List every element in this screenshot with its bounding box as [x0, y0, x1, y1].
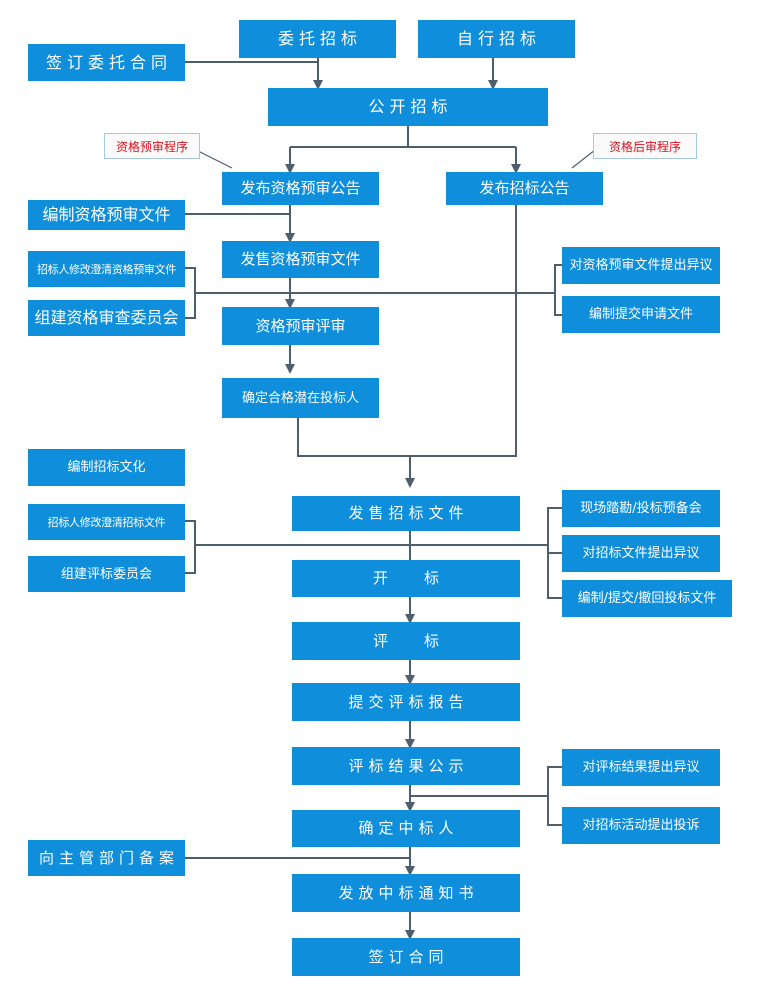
complaint-box: 对招标活动提出投诉 — [562, 807, 720, 844]
form-review-committee-box: 组建资格审查委员会 — [28, 300, 185, 336]
confirm-qualified-bidders-box: 确定合格潜在投标人 — [222, 378, 379, 418]
object-eval-result-box: 对评标结果提出异议 — [562, 749, 720, 786]
site-visit-box: 现场踏勘/投标预备会 — [562, 490, 720, 527]
bid-opening-box: 开标 — [292, 560, 520, 597]
prequal-review-box: 资格预审评审 — [222, 307, 379, 345]
bid-evaluation-box: 评标 — [292, 622, 520, 660]
compile-prequal-doc-box: 编制资格预审文件 — [28, 200, 185, 230]
public-tender-box: 公开招标 — [268, 88, 548, 126]
file-record-box: 向主管部门备案 — [28, 840, 185, 876]
sign-entrust-contract-box: 签订委托合同 — [28, 44, 185, 81]
modify-prequal-doc-box: 招标人修改澄清资格预审文件 — [28, 251, 185, 287]
sell-prequal-doc-box: 发售资格预审文件 — [222, 241, 379, 278]
eval-result-publicity-box: 评标结果公示 — [292, 747, 520, 785]
self-tender-box: 自行招标 — [418, 20, 575, 58]
prequal-notice-box: 发布资格预审公告 — [222, 172, 379, 205]
modify-tender-doc-box: 招标人修改澄清招标文件 — [28, 504, 185, 540]
submit-eval-report-box: 提交评标报告 — [292, 683, 520, 721]
object-prequal-doc-box: 对资格预审文件提出异议 — [562, 247, 720, 284]
form-eval-committee-box: 组建评标委员会 — [28, 556, 185, 592]
compile-tender-doc-box: 编制招标文化 — [28, 449, 185, 486]
object-tender-doc-box: 对招标文件提出异议 — [562, 535, 720, 572]
postqual-procedure-tag: 资格后审程序 — [593, 133, 697, 159]
submit-application-box: 编制提交申请文件 — [562, 296, 720, 333]
sell-tender-doc-box: 发售招标文件 — [292, 496, 520, 531]
prequal-procedure-tag: 资格预审程序 — [104, 133, 200, 159]
sign-contract-box: 签订合同 — [292, 938, 520, 976]
entrust-tender-box: 委托招标 — [239, 20, 396, 58]
confirm-winner-box: 确定中标人 — [292, 810, 520, 847]
post-notice-box: 发布招标公告 — [446, 172, 603, 205]
submit-bid-box: 编制/提交/撤回投标文件 — [562, 580, 732, 617]
award-notice-box: 发放中标通知书 — [292, 874, 520, 912]
